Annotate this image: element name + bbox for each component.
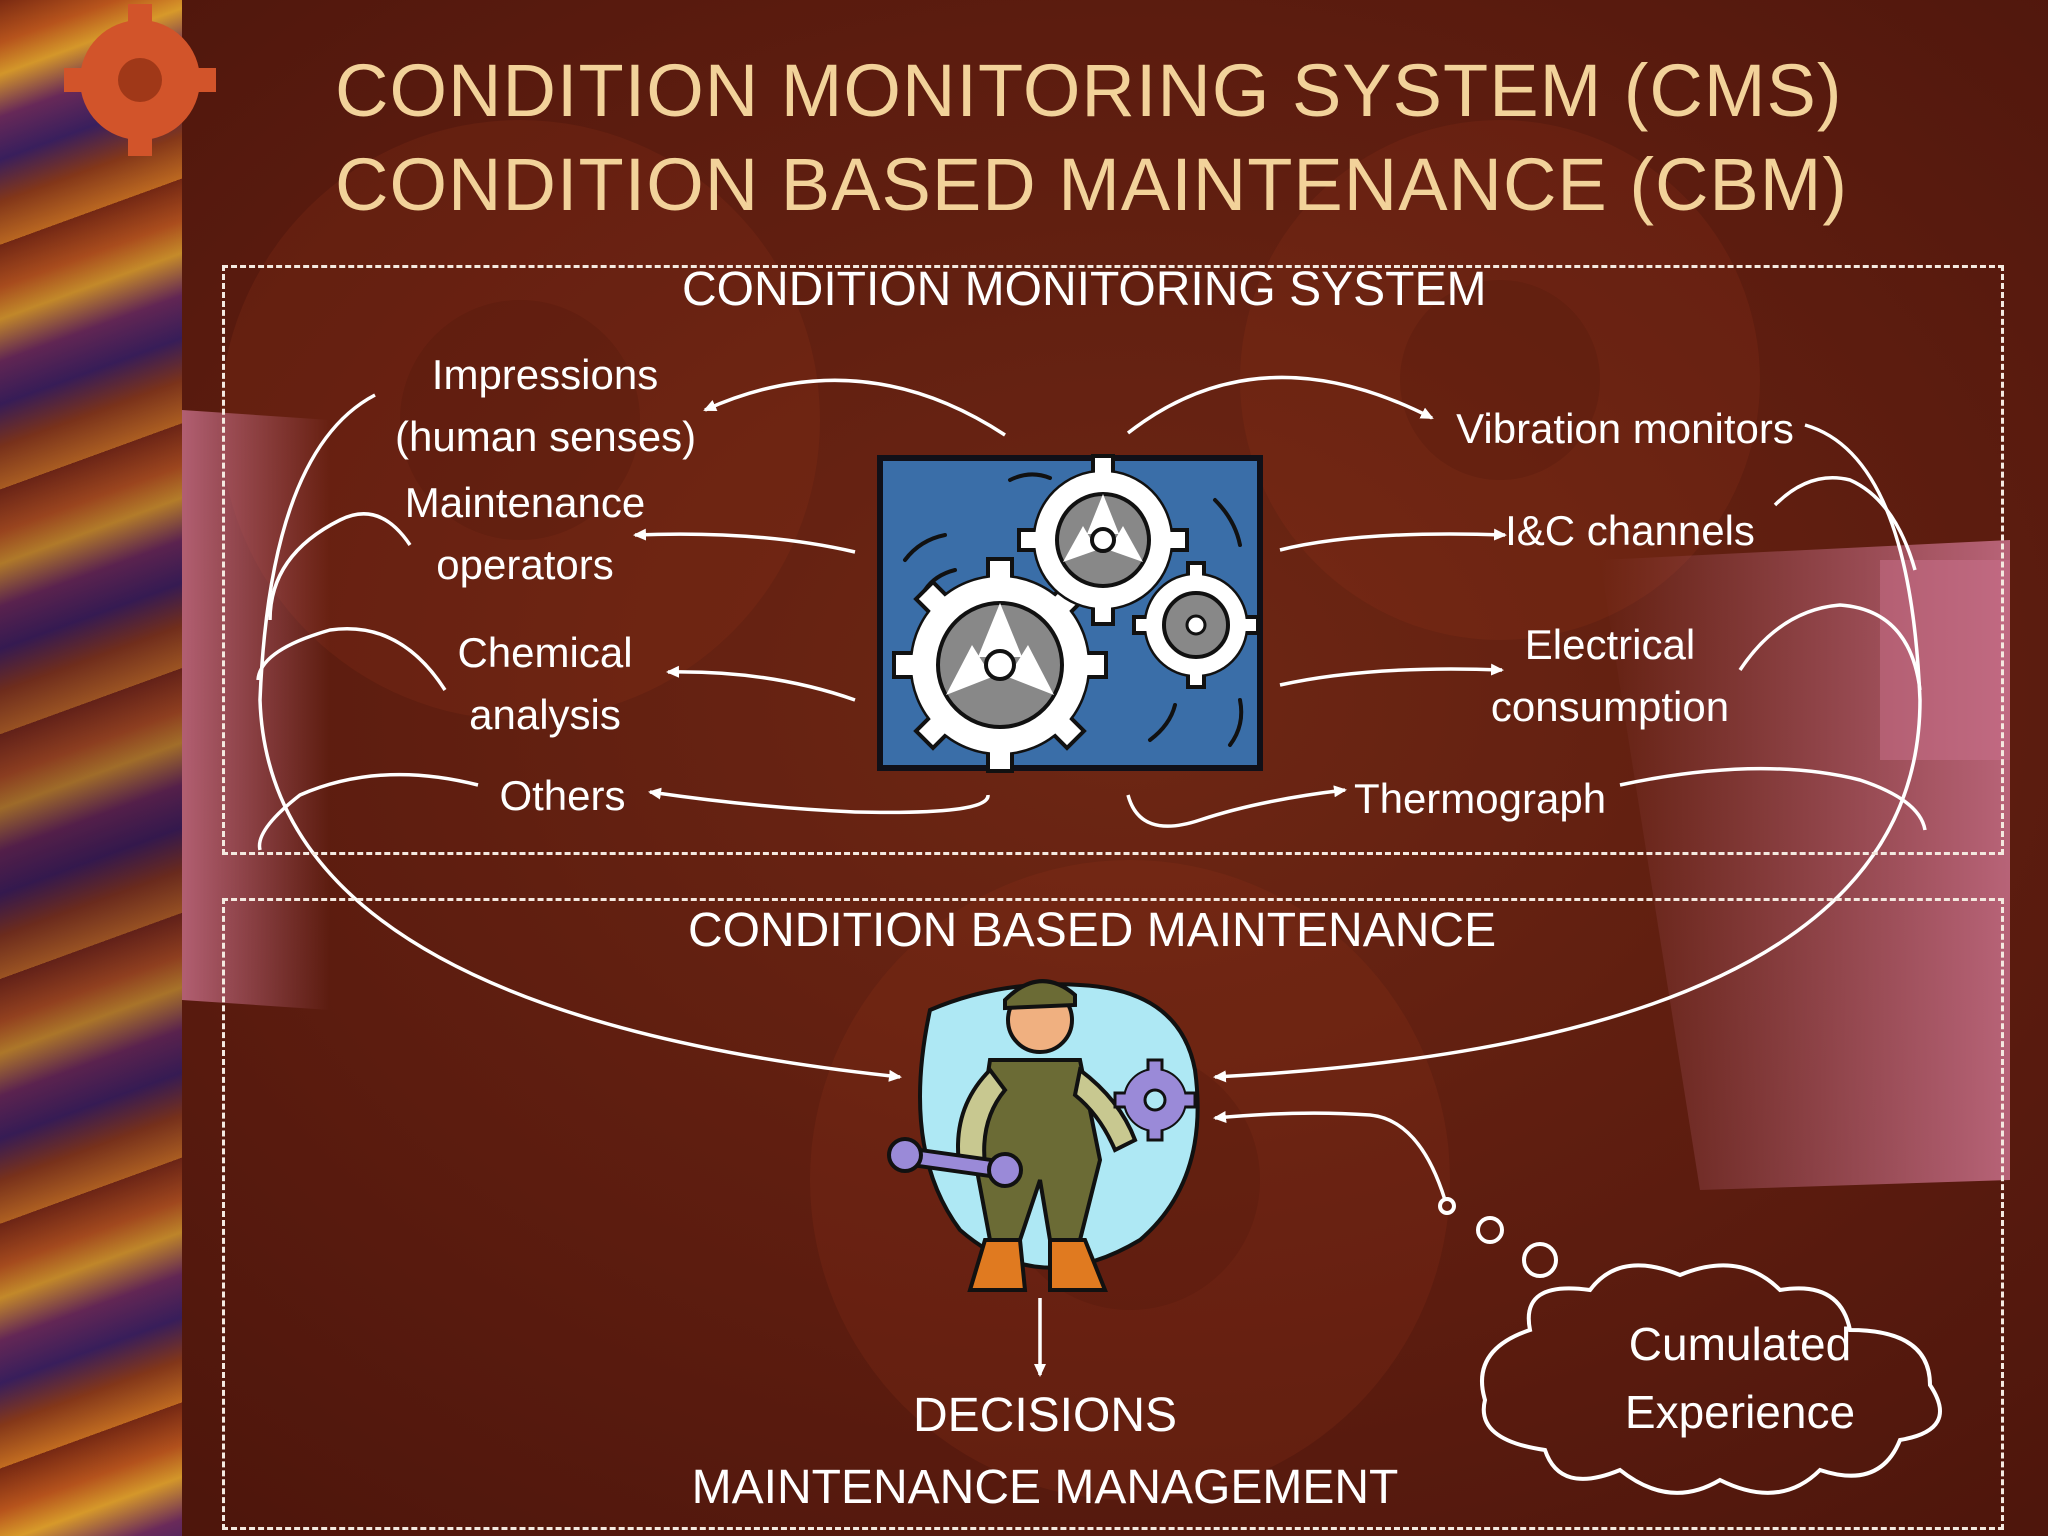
cms-arrows — [256, 375, 1927, 1377]
title-line-2: CONDITION BASED MAINTENANCE (CBM) — [335, 143, 1849, 226]
maintenance-management-label: MAINTENANCE MANAGEMENT — [691, 1461, 1399, 1514]
source-label-line2: (human senses) — [395, 413, 697, 460]
source-label-line1: Impressions — [431, 351, 659, 398]
gears-machine-icon — [877, 454, 1263, 773]
source-electrical-consumption: Electrical consumption — [1480, 614, 1740, 738]
pink-shape-left — [182, 410, 330, 1010]
source-label-line1: Maintenance — [404, 479, 646, 526]
cbm-frame — [222, 898, 2004, 1530]
source-maintenance-operators: Maintenance operators — [385, 472, 665, 596]
source-others: Others — [475, 765, 650, 827]
mechanic-worker-icon — [918, 979, 1200, 1292]
source-impressions: Impressions (human senses) — [395, 344, 697, 468]
decorative-side-strip — [0, 0, 182, 1536]
source-chemical-analysis: Chemical analysis — [425, 622, 665, 746]
thought-cloud-icon — [1438, 1197, 1942, 1495]
gear-icon — [1113, 1058, 1197, 1142]
corner-gear-icon — [64, 4, 216, 156]
source-label-line1: I&C channels — [1505, 507, 1755, 554]
source-vibration-monitors: Vibration monitors — [1450, 398, 1800, 460]
source-label-line1: Vibration monitors — [1456, 405, 1794, 452]
experience-line2: Experience — [1624, 1386, 1856, 1438]
source-label-line2: analysis — [469, 691, 621, 738]
source-label-line1: Thermograph — [1353, 775, 1607, 822]
cms-heading: CONDITION MONITORING SYSTEM — [682, 263, 1487, 316]
wrench-icon — [887, 1137, 1023, 1188]
source-label-line1: Electrical — [1524, 621, 1696, 668]
experience-label: Cumulated Experience — [1600, 1310, 1880, 1446]
source-ic-channels: I&C channels — [1500, 500, 1760, 562]
source-label-line2: consumption — [1490, 683, 1730, 730]
cbm-heading: CONDITION BASED MAINTENANCE — [688, 904, 1497, 957]
source-label-line2: operators — [436, 541, 614, 588]
source-thermograph: Thermograph — [1350, 768, 1610, 830]
experience-line1: Cumulated — [1628, 1318, 1852, 1370]
decisions-label: DECISIONS — [912, 1389, 1178, 1442]
cms-frame — [222, 265, 2004, 855]
title-line-1: CONDITION MONITORING SYSTEM (CMS) — [335, 49, 1843, 132]
source-label-line1: Others — [499, 772, 626, 819]
source-label-line1: Chemical — [457, 629, 633, 676]
